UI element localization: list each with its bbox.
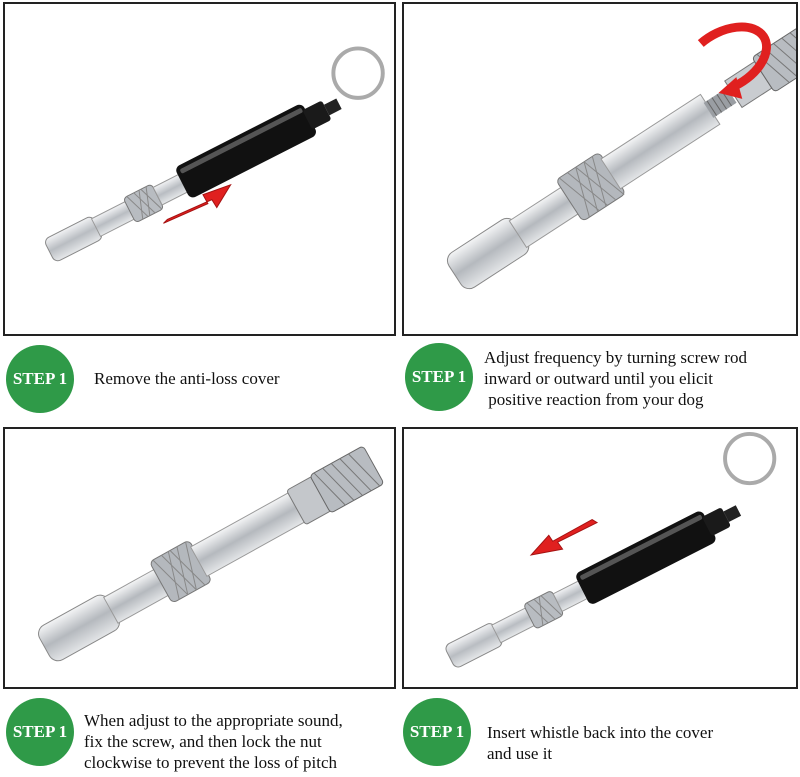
step-badge: STEP 1 — [403, 698, 471, 766]
step-badge: STEP 1 — [6, 698, 74, 766]
step-badge: STEP 1 — [6, 345, 74, 413]
whistle-insert-cover-icon — [445, 431, 777, 668]
step-description: Adjust frequency by turning screw rod in… — [484, 348, 747, 409]
step-description: Remove the anti-loss cover — [94, 369, 280, 388]
step1-image-panel — [3, 2, 396, 336]
whistle-with-cover-icon — [45, 46, 385, 262]
step4-image-panel — [402, 427, 798, 689]
whistle-assembled-icon — [38, 446, 384, 662]
step3-image-panel — [3, 427, 396, 689]
step2-image-panel — [402, 2, 798, 336]
step-badge: STEP 1 — [405, 343, 473, 411]
step-description: Insert whistle back into the cover and u… — [487, 723, 714, 763]
whistle-adjust-screw-icon — [446, 22, 796, 290]
step-description: When adjust to the appropriate sound, fi… — [84, 711, 343, 772]
